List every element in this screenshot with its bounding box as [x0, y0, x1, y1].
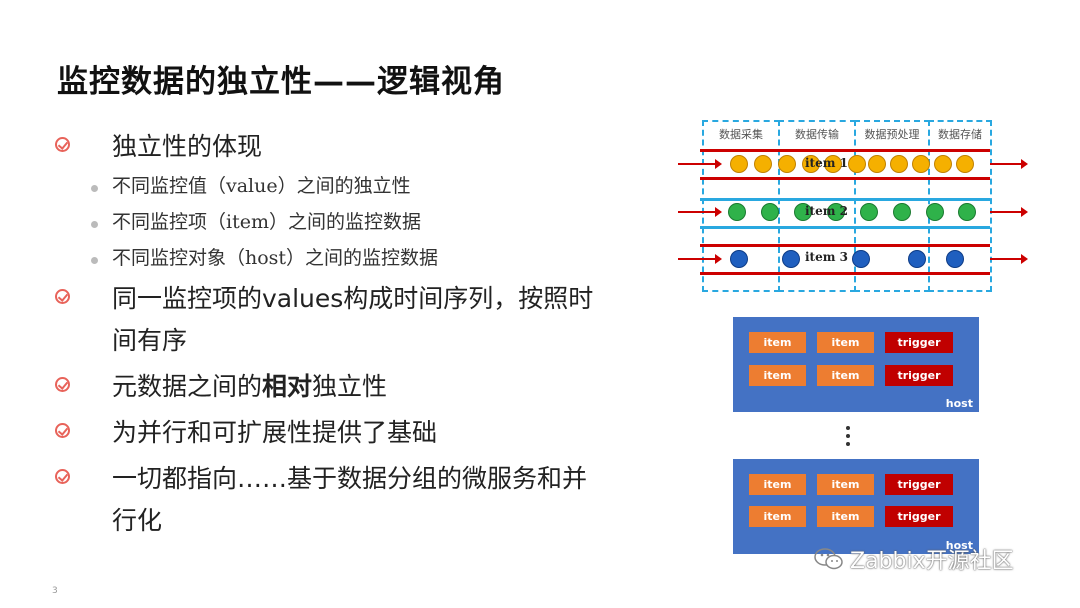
- orange-data-point: [754, 155, 772, 173]
- check-circle-icon: [55, 469, 70, 484]
- sub-bullet-text: 不同监控值（value）之间的独立性: [112, 175, 411, 197]
- orange-data-point: [802, 155, 820, 173]
- stage-label: 数据预处理: [864, 128, 920, 141]
- sub-bullet-value: 不同监控值（value）之间的独立性: [50, 168, 650, 204]
- host-box: item item trigger item item trigger host: [733, 317, 979, 412]
- row-label: item 2: [805, 204, 848, 218]
- page-number: 3: [52, 586, 58, 596]
- trigger-chip: trigger: [885, 365, 953, 386]
- item-chip: item: [749, 365, 806, 386]
- bullet-independence: 独立性的体现: [50, 126, 650, 168]
- bullet-time-series: 同一监控项的values构成时间序列，按照时 间有序: [50, 278, 650, 362]
- bullet-text: 元数据之间的: [112, 372, 263, 401]
- orange-data-point: [824, 155, 842, 173]
- item-chip: item: [749, 332, 806, 353]
- watermark: Zabbix开源社区: [814, 543, 1014, 575]
- slide-title: 监控数据的独立性——逻辑视角: [57, 64, 505, 100]
- ellipsis-icon: [846, 426, 850, 450]
- bullet-bold-text: 相对: [262, 372, 313, 401]
- bullet-dot-icon: [91, 257, 98, 264]
- green-data-point: [958, 203, 976, 221]
- blue-data-point: [852, 250, 870, 268]
- rail-bottom: [700, 177, 990, 180]
- watermark-text: Zabbix开源社区: [850, 549, 1014, 574]
- sub-bullet-host: 不同监控对象（host）之间的监控数据: [50, 240, 650, 276]
- sub-bullet-text: 不同监控项（item）之间的监控数据: [112, 211, 421, 233]
- blue-data-point: [730, 250, 748, 268]
- arrow-out-icon: [990, 159, 1028, 169]
- orange-data-point: [890, 155, 908, 173]
- check-circle-icon: [55, 423, 70, 438]
- item-chip: item: [817, 365, 874, 386]
- green-data-point: [893, 203, 911, 221]
- sub-bullet-item: 不同监控项（item）之间的监控数据: [50, 204, 650, 240]
- green-data-point: [827, 203, 845, 221]
- blue-data-point: [782, 250, 800, 268]
- orange-data-point: [934, 155, 952, 173]
- green-data-point: [761, 203, 779, 221]
- check-circle-icon: [55, 289, 70, 304]
- green-data-point: [926, 203, 944, 221]
- bullet-dot-icon: [91, 185, 98, 192]
- item-chip: item: [749, 474, 806, 495]
- rail-top: [700, 244, 990, 247]
- green-data-point: [728, 203, 746, 221]
- pipeline-diagram: 数据采集 数据传输 数据预处理 数据存储 item 1 item 2 item …: [672, 115, 1032, 300]
- bullet-text: 为并行和可扩展性提供了基础: [112, 418, 438, 447]
- bullet-microservices: 一切都指向……基于数据分组的微服务和并 行化: [50, 458, 650, 542]
- sub-bullet-text: 不同监控对象（host）之间的监控数据: [112, 247, 439, 269]
- rail-top: [700, 198, 990, 201]
- host-label: host: [945, 397, 973, 410]
- trigger-chip: trigger: [885, 506, 953, 527]
- bullet-scalability: 为并行和可扩展性提供了基础: [50, 412, 650, 454]
- item-chip: item: [817, 474, 874, 495]
- arrow-in-icon: [678, 207, 722, 217]
- green-data-point: [794, 203, 812, 221]
- trigger-chip: trigger: [885, 332, 953, 353]
- orange-data-point: [868, 155, 886, 173]
- green-data-point: [860, 203, 878, 221]
- orange-data-point: [778, 155, 796, 173]
- rail-bottom: [700, 226, 990, 229]
- bullet-text: 一切都指向……基于数据分组的微服务和并: [112, 464, 588, 493]
- bullet-text: 行化: [112, 506, 163, 535]
- stage-label: 数据采集: [719, 128, 763, 141]
- rail-bottom: [700, 272, 990, 275]
- item-chip: item: [817, 506, 874, 527]
- arrow-out-icon: [990, 254, 1028, 264]
- orange-data-point: [730, 155, 748, 173]
- wechat-icon: [814, 547, 844, 571]
- bullet-metadata: 元数据之间的相对独立性: [50, 366, 650, 408]
- bullet-dot-icon: [91, 221, 98, 228]
- rail-top: [700, 149, 990, 152]
- orange-data-point: [956, 155, 974, 173]
- check-circle-icon: [55, 377, 70, 392]
- check-circle-icon: [55, 137, 70, 152]
- stage-label: 数据存储: [938, 128, 982, 141]
- arrow-in-icon: [678, 254, 722, 264]
- row-label: item 1: [805, 156, 848, 170]
- arrow-out-icon: [990, 207, 1028, 217]
- item-chip: item: [749, 506, 806, 527]
- arrow-in-icon: [678, 159, 722, 169]
- host-label: host: [945, 539, 973, 552]
- item-chip: item: [817, 332, 874, 353]
- bullet-text: 独立性: [312, 372, 388, 401]
- bullet-text: 同一监控项的values构成时间序列，按照时: [112, 284, 594, 313]
- row-label: item 3: [805, 250, 848, 264]
- stage-label: 数据传输: [795, 128, 839, 141]
- bullet-text: 独立性的体现: [112, 132, 263, 161]
- orange-data-point: [912, 155, 930, 173]
- orange-data-point: [848, 155, 866, 173]
- blue-data-point: [908, 250, 926, 268]
- bullet-text: 间有序: [112, 326, 188, 355]
- trigger-chip: trigger: [885, 474, 953, 495]
- host-box: item item trigger item item trigger host: [733, 459, 979, 554]
- blue-data-point: [946, 250, 964, 268]
- bullet-list: 独立性的体现 不同监控值（value）之间的独立性 不同监控项（item）之间的…: [50, 126, 650, 542]
